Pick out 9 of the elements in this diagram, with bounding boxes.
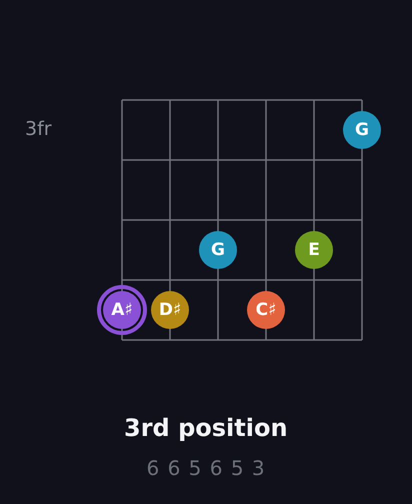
- fret-number: 3fr: [25, 120, 52, 139]
- chord-title: 3rd position: [124, 416, 288, 440]
- note-dot: C♯: [247, 291, 285, 329]
- note-dot: G: [199, 231, 237, 269]
- note-dot: G: [343, 111, 381, 149]
- finger-frets: 6 6 5 6 5 3: [146, 458, 266, 478]
- root-note-dot: A♯: [97, 285, 147, 335]
- note-dot: E: [295, 231, 333, 269]
- note-dot: D♯: [151, 291, 189, 329]
